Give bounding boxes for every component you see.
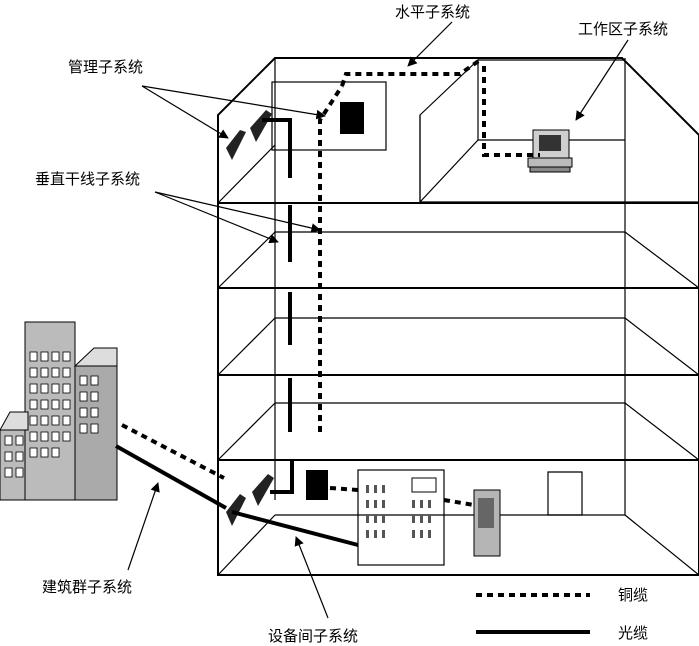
label-work-area: 工作区子系统 [578,20,668,38]
patch-panel-top [226,110,272,160]
label-backbone: 垂直干线子系统 [35,170,140,188]
patch-panel-ground [226,474,274,526]
top-floor-room [271,58,699,204]
legend-fiber-label: 光缆 [618,624,648,642]
distribution-frame [306,470,328,500]
label-campus: 建筑群子系统 [42,578,132,596]
label-admin: 管理子系统 [68,58,143,76]
admin-cabinet-top [340,102,364,134]
backbone-copper [318,84,344,432]
main-cabinet [357,469,445,566]
pointer-arrows [127,21,629,619]
equipment-room [231,469,583,566]
campus-buildings [0,321,118,501]
legend-copper-label: 铜缆 [618,586,648,604]
computer-icon [527,129,573,173]
horizontal-copper [340,58,540,157]
label-equipment-room: 设备间子系统 [268,627,358,645]
label-horizontal: 水平子系统 [395,3,470,21]
campus-links [115,423,227,510]
backbone-fiber [262,118,294,494]
